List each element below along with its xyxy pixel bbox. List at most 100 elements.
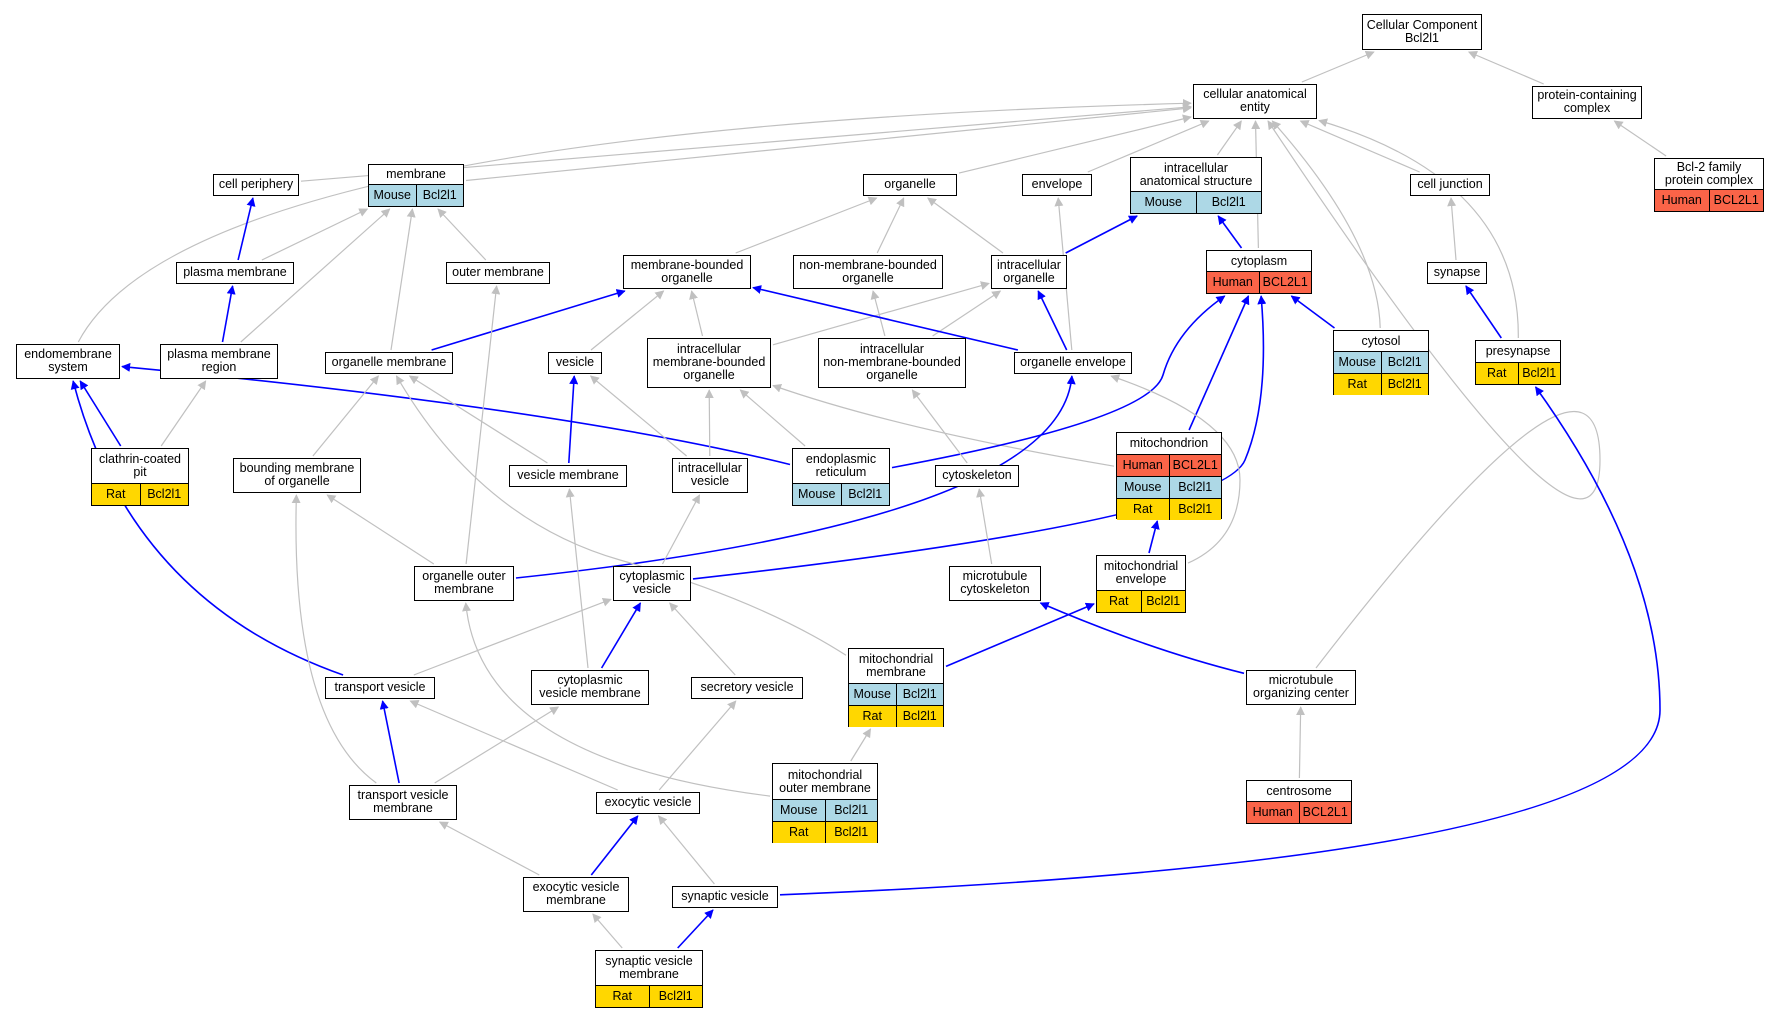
go-term-node[interactable]: Cellular Component Bcl2l1 [1362, 14, 1482, 50]
is-a-edge [409, 700, 618, 791]
is-a-edge [932, 290, 1002, 337]
go-term-node[interactable]: organelle envelope [1014, 352, 1132, 374]
part-of-edge [79, 380, 122, 447]
gene-cell: Bcl2l1 [824, 822, 877, 843]
go-term-node[interactable]: organelle [863, 174, 957, 196]
go-term-label: mitochondrial membrane [858, 652, 934, 679]
is-a-edge [704, 389, 714, 457]
species-cell: Mouse [1131, 192, 1196, 213]
go-term-node[interactable]: outer membrane [446, 262, 550, 284]
go-term-node[interactable]: cytoskeleton [935, 465, 1019, 487]
gene-cell: Bcl2l1 [1140, 591, 1185, 612]
is-a-edge [395, 375, 847, 656]
is-a-edge [669, 602, 736, 676]
go-term-node[interactable]: envelope [1022, 174, 1092, 196]
species-cell: Mouse [1334, 352, 1381, 373]
go-term-node[interactable]: non-membrane-bounded organelle [793, 255, 943, 289]
go-term-node[interactable]: microtubule organizing center [1246, 670, 1356, 705]
go-term-label: secretory vesicle [700, 680, 794, 694]
go-term-node[interactable]: cytoplasmic vesicle membrane [531, 670, 649, 705]
go-term-node[interactable]: intracellular non-membrane-bounded organ… [818, 338, 966, 388]
go-term-node[interactable]: secretory vesicle [691, 677, 803, 699]
go-term-label: synapse [1433, 265, 1481, 279]
go-term-node[interactable]: endomembrane system [16, 344, 120, 379]
go-term-node[interactable]: cytoplasmic vesicle [613, 566, 691, 601]
go-term-node[interactable]: plasma membrane [176, 262, 294, 284]
gene-cell: BCL2L1 [1258, 272, 1311, 293]
go-term-node[interactable]: exocytic vesicle [596, 792, 700, 814]
go-term-node[interactable]: plasma membrane region [160, 344, 278, 379]
is-a-edge [876, 197, 905, 254]
go-term-label: membrane [386, 167, 446, 181]
go-term-node[interactable]: bounding membrane of organelle [233, 458, 361, 493]
go-term-label: cytoskeleton [942, 468, 1012, 482]
species-cell: Rat [1117, 499, 1169, 520]
gene-cell: Bcl2l1 [648, 986, 702, 1007]
is-a-edge [1299, 120, 1420, 173]
go-term-node[interactable]: vesicle membrane [509, 465, 627, 487]
is-a-edge [291, 494, 377, 784]
go-term-node[interactable]: transport vesicle membrane [349, 785, 457, 820]
go-term-label: mitochondrial outer membrane [779, 767, 871, 795]
part-of-edge [1148, 520, 1160, 554]
go-term-label: intracellular anatomical structure [1139, 160, 1253, 188]
go-term-node[interactable]: intracellular vesicle [672, 458, 748, 493]
species-cell: Rat [849, 706, 896, 727]
go-term-node[interactable]: cell junction [1410, 174, 1490, 196]
go-term-node[interactable]: transport vesicle [325, 677, 435, 699]
go-term-node[interactable]: vesicle [548, 352, 602, 374]
go-term-node[interactable]: organelle membrane [325, 352, 453, 374]
is-a-edge [1267, 120, 1601, 669]
go-term-label: membrane-bounded organelle [630, 257, 744, 285]
go-term-node[interactable]: protein-containing complex [1532, 86, 1642, 119]
go-term-label: cell junction [1417, 177, 1483, 191]
go-term-node[interactable]: microtubule cytoskeleton [949, 566, 1041, 601]
go-term-label: exocytic vesicle membrane [532, 880, 620, 907]
go-term-node[interactable]: synaptic vesicle [672, 886, 778, 908]
gene-cell: Bcl2l1 [895, 706, 943, 727]
is-a-edge [589, 375, 687, 457]
go-term-node[interactable]: cell periphery [213, 174, 299, 196]
go-term-node[interactable]: organelle outer membrane [414, 566, 514, 601]
go-term-node[interactable]: membrane-bounded organelle [623, 255, 751, 289]
gene-cell: Bcl2l1 [1517, 363, 1560, 384]
part-of-edge [752, 285, 1019, 351]
is-a-edge [1296, 706, 1306, 779]
is-a-edge [465, 285, 501, 565]
go-term-label: centrosome [1266, 783, 1332, 798]
go-term-node[interactable]: cellular anatomical entity [1193, 84, 1317, 119]
part-of-edge [379, 700, 400, 784]
go-term-node[interactable]: intracellular organelle [991, 255, 1067, 289]
is-a-edge [1271, 120, 1381, 329]
go-term-node[interactable]: exocytic vesicle membrane [523, 877, 629, 912]
part-of-edge [600, 602, 642, 669]
go-term-label: microtubule organizing center [1253, 673, 1349, 700]
go-term-node[interactable]: intracellular membrane-bounded organelle [647, 338, 771, 388]
is-a-edge [658, 815, 715, 885]
go-term-label: vesicle [555, 355, 595, 369]
go-term-node[interactable]: synapse [1427, 262, 1487, 284]
